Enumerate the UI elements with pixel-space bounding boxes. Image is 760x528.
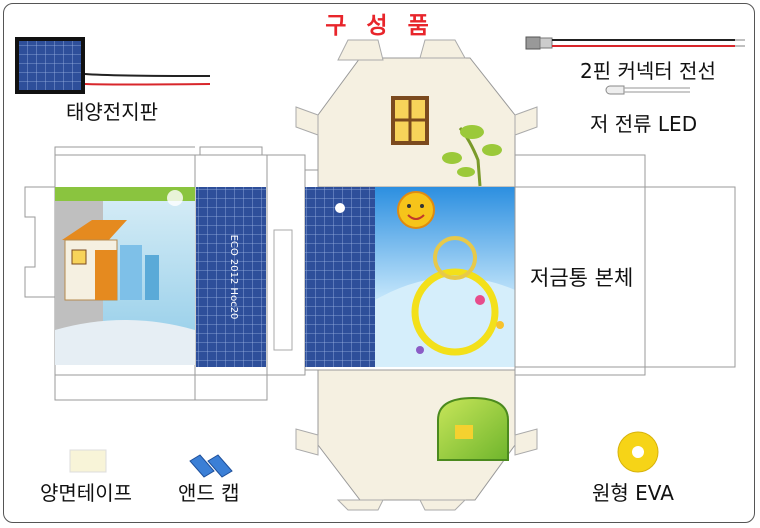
panel-slot: [273, 229, 293, 351]
tree-icon: [442, 125, 502, 187]
body-face: [514, 186, 646, 368]
eva-ring-icon: [617, 431, 659, 473]
label-solar-panel: 태양전지판: [66, 100, 158, 124]
page-title: 구 성 품: [325, 13, 435, 39]
connector-wire-icon: [525, 36, 745, 50]
top-house-panel: [295, 39, 538, 188]
end-cap-icon: [189, 454, 233, 478]
outer-frame: [3, 3, 755, 523]
label-end-cap: 앤드 캡: [178, 481, 240, 505]
panel-print-text: ECO 2012 Hoc20: [228, 235, 239, 320]
solar-cells-left: ECO 2012 Hoc20: [196, 187, 266, 367]
sun-icon: [397, 191, 435, 229]
label-connector: 2핀 커넥터 전선: [580, 59, 716, 83]
label-eva: 원형 EVA: [592, 481, 674, 505]
solar-panel-icon: [15, 37, 211, 94]
led-icon: [605, 85, 690, 95]
house-illustration-panel: [55, 187, 195, 365]
label-led: 저 전류 LED: [590, 112, 698, 136]
label-body: 저금통 본체: [530, 266, 634, 290]
solar-cells-right: [305, 187, 408, 367]
sun-scene-panel: [375, 187, 515, 367]
bottom-house-panel: [295, 369, 538, 511]
door-icon: [437, 396, 509, 461]
label-tape: 양면테이프: [40, 481, 132, 505]
window-icon: [391, 96, 429, 145]
tape-icon: [69, 449, 107, 473]
